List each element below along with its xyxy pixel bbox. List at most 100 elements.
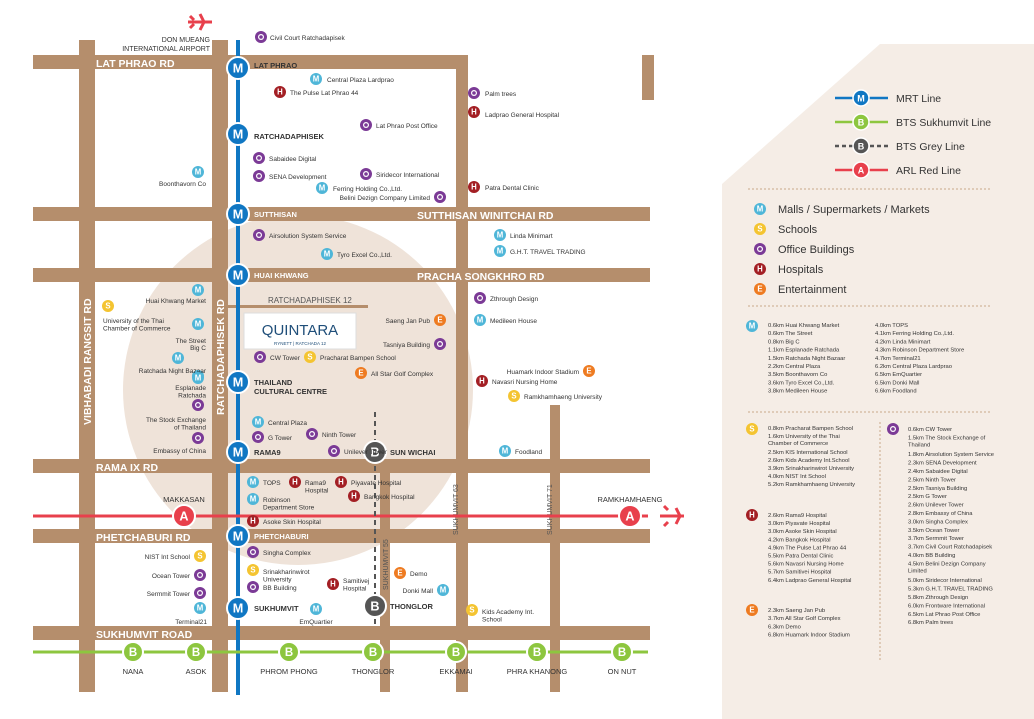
poi-marker[interactable]: Siridecor International xyxy=(360,168,440,180)
bts-station-0[interactable]: B xyxy=(122,641,144,663)
poi-label: Unilever Tower xyxy=(344,449,388,456)
mrt-station-7[interactable]: M xyxy=(226,596,250,620)
icon-letter: H xyxy=(292,478,298,487)
legend-list-item: 5.6km Navasri Nursing Home xyxy=(768,562,844,568)
poi-marker[interactable]: Lat Phrao Post Office xyxy=(360,119,438,131)
legend-line-letter: B xyxy=(858,118,865,128)
bts-grey-station-0[interactable]: B xyxy=(363,440,387,464)
poi-marker[interactable]: BB Building xyxy=(247,581,297,593)
poi-label: EmQuartier xyxy=(299,619,333,626)
road-phetchaburi xyxy=(33,529,650,543)
bts-station-6[interactable]: B xyxy=(611,641,633,663)
arl-station-0[interactable]: A xyxy=(172,504,196,528)
office-icon xyxy=(306,428,318,440)
poi-marker[interactable]: Singha Complex xyxy=(247,546,311,558)
poi-marker[interactable]: Palm trees xyxy=(468,87,517,99)
road-label-lat-phrao: LAT PHRAO RD xyxy=(96,58,175,70)
poi-marker[interactable]: G Tower xyxy=(252,431,293,443)
bts-station-3[interactable]: B xyxy=(362,641,384,663)
bts-station-5[interactable]: B xyxy=(526,641,548,663)
icon-letter: S xyxy=(749,425,754,434)
icon-letter: M xyxy=(195,286,202,295)
poi-marker[interactable]: Embassy of China xyxy=(153,432,206,455)
mrt-station-4[interactable]: M xyxy=(226,370,250,394)
mrt-station-label: RATCHADAPHISEK xyxy=(254,132,324,141)
mrt-station-1[interactable]: M xyxy=(226,122,250,146)
station-letter: A xyxy=(625,510,634,524)
poi-marker[interactable]: SENA Development xyxy=(253,170,327,182)
poi-marker[interactable]: Unilever Tower xyxy=(328,445,388,457)
poi-marker[interactable]: Ninth Tower xyxy=(306,428,357,440)
poi-marker[interactable]: Airsolution System Service xyxy=(253,229,347,241)
mrt-station-6[interactable]: M xyxy=(226,524,250,548)
legend-list-item: 6.5km EmQuartier xyxy=(875,372,922,378)
mrt-station-2[interactable]: M xyxy=(226,202,250,226)
bts-grey-station-1[interactable]: B xyxy=(363,594,387,618)
mrt-station-0[interactable]: M xyxy=(226,56,250,80)
poi-marker[interactable]: Zthrough Design xyxy=(474,292,538,304)
icon-letter: H xyxy=(277,88,283,97)
mall-icon: M xyxy=(494,245,506,257)
mrt-station-5[interactable]: M xyxy=(226,440,250,464)
poi-marker[interactable]: Sermmit Tower xyxy=(147,587,206,599)
mrt-station-3[interactable]: M xyxy=(226,263,250,287)
poi-marker[interactable]: Belini Dezign Company Limited xyxy=(340,191,446,203)
poi-marker[interactable]: CW Tower xyxy=(254,351,301,363)
bts-station-1[interactable]: B xyxy=(185,641,207,663)
legend-line-label: MRT Line xyxy=(896,93,941,105)
bts-station-4[interactable]: B xyxy=(445,641,467,663)
arl-station-1[interactable]: A xyxy=(618,504,642,528)
bts-station-2[interactable]: B xyxy=(278,641,300,663)
poi-marker[interactable]: Civil Court Ratchadapisek xyxy=(255,31,346,43)
school-icon: S xyxy=(194,550,206,562)
poi-marker[interactable]: Sabaidee Digital xyxy=(253,152,317,164)
poi-marker[interactable]: Ocean Tower xyxy=(152,569,206,581)
poi-marker[interactable]: Tasniya Building xyxy=(383,338,446,350)
bts-station-label: PHRA KHANONG xyxy=(507,667,568,676)
poi-label: Civil Court Ratchadapisek xyxy=(270,35,346,42)
road-pracha-songkhro xyxy=(33,268,650,282)
